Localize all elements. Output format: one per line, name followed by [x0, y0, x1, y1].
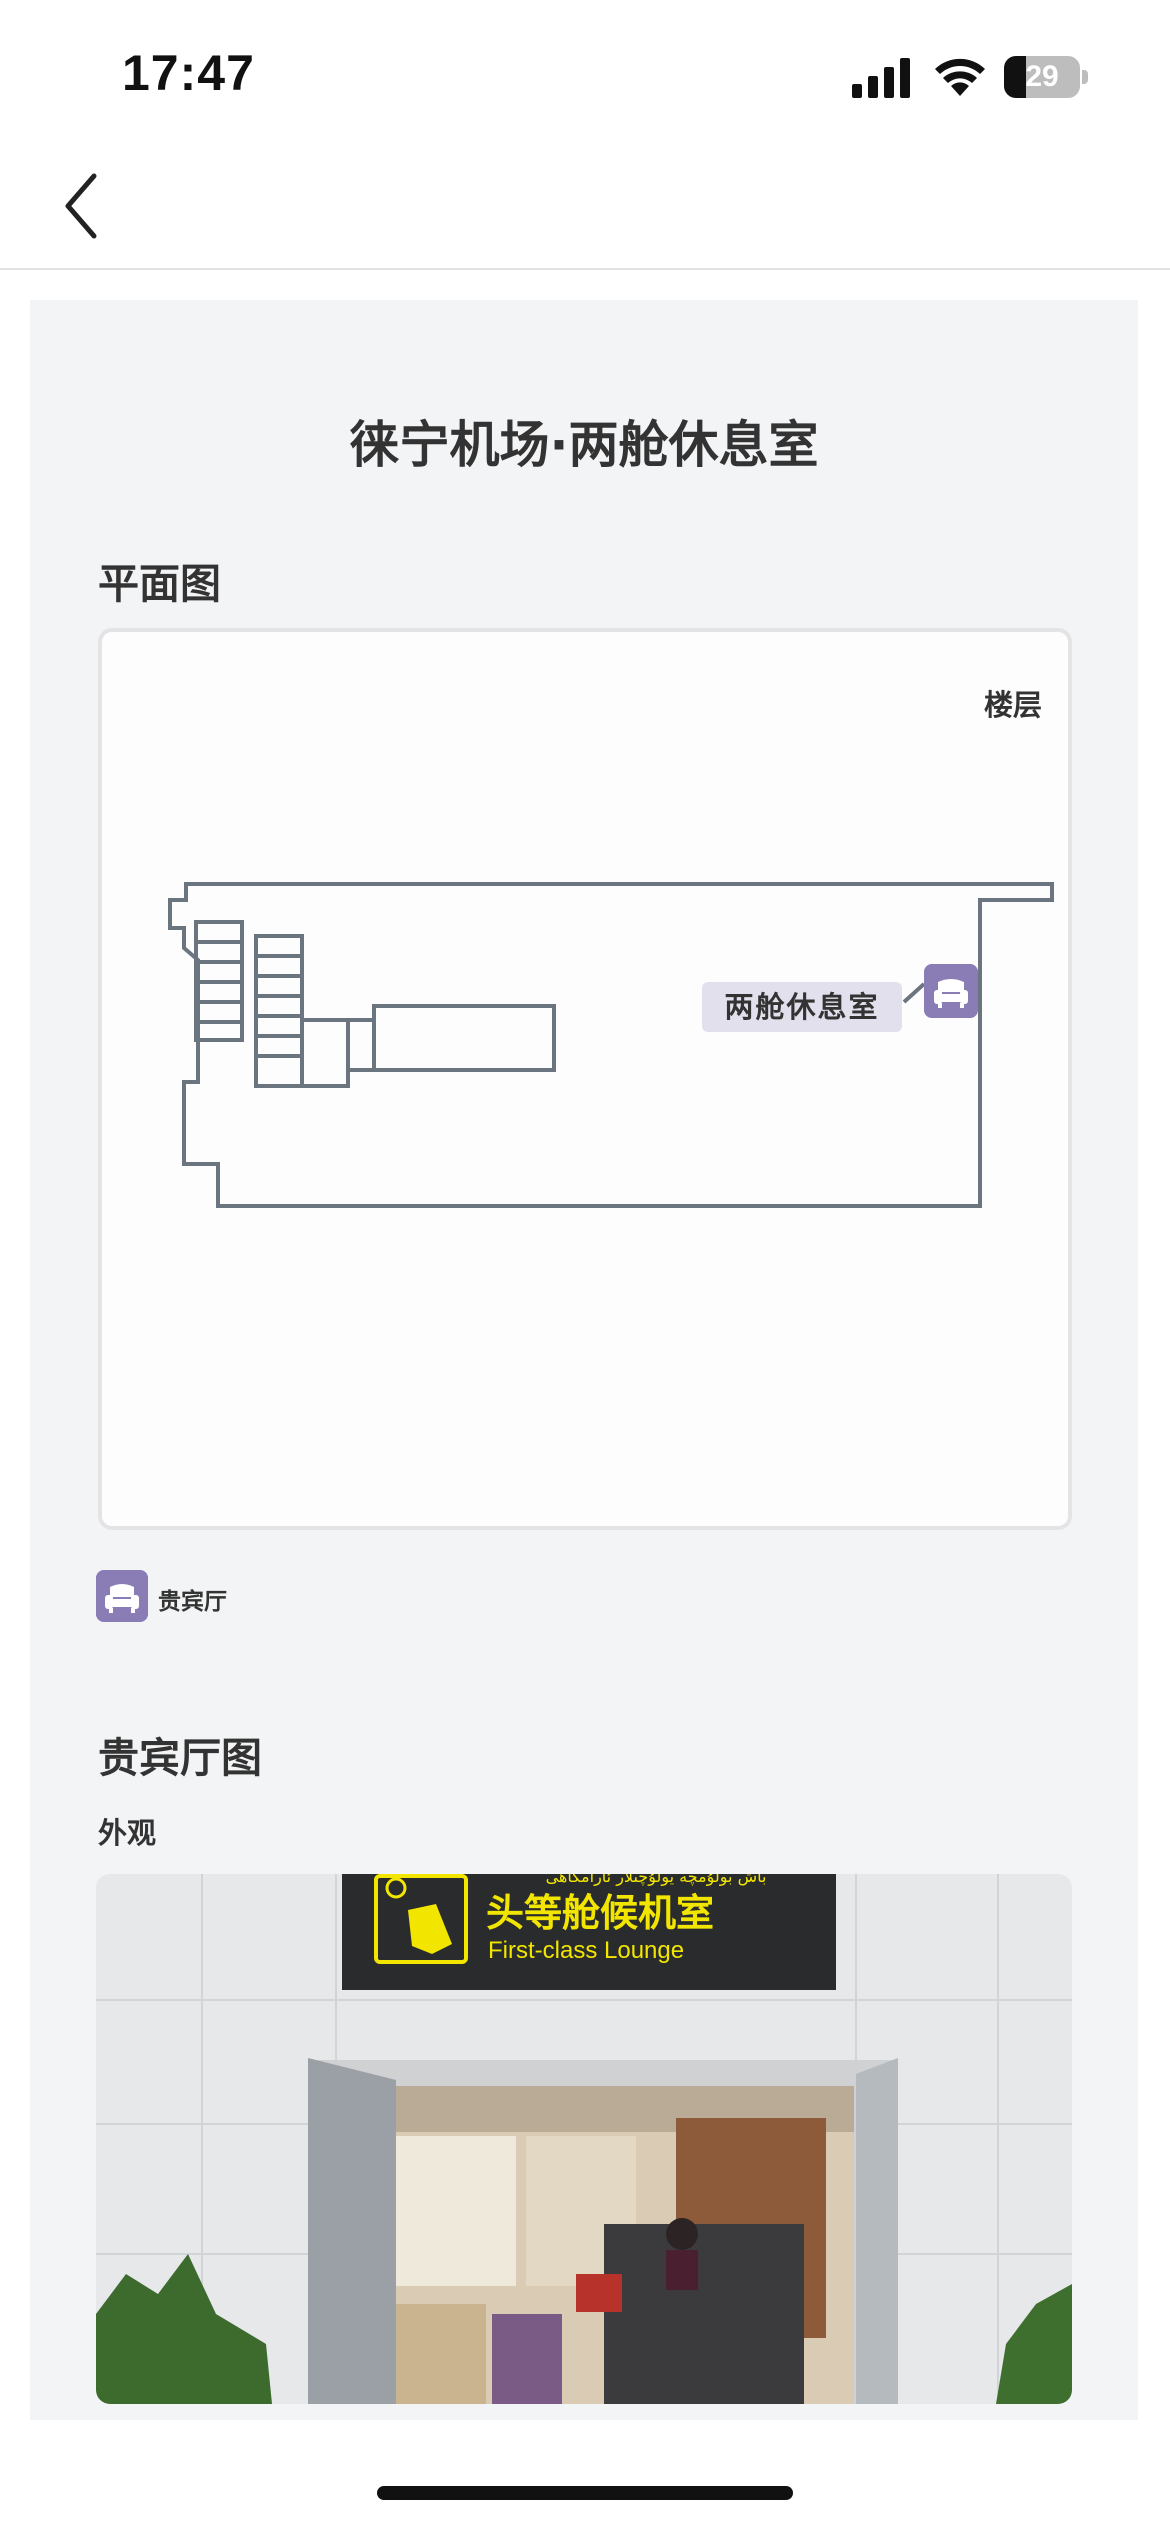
content-panel: 徕宁机场·两舱休息室 平面图 楼层 [30, 300, 1138, 2420]
floor-selector[interactable]: 楼层 [983, 688, 1042, 722]
sign-chinese-text: 头等舱候机室 [486, 1891, 714, 1935]
battery-level: 29 [1025, 60, 1059, 93]
home-indicator[interactable] [377, 2486, 793, 2500]
legend-label: 贵宾厅 [158, 1589, 227, 1615]
floor-plan-outline [168, 882, 1054, 1208]
armchair-icon[interactable] [924, 964, 978, 1018]
floor-plan[interactable]: 楼层 两舱休息室 [98, 628, 1072, 1530]
battery-icon: 29 [1004, 56, 1088, 98]
lounge-exterior-illustration: باش بولۇمچە يولۇچىلار ئارامگاھى 头等舱候机室 F… [96, 1874, 1072, 2404]
sign-uyghur-text: باش بولۇمچە يولۇچىلار ئارامگاھى [546, 1874, 767, 1887]
lounge-exterior-photo[interactable]: باش بولۇمچە يولۇچىلار ئارامگاھى 头等舱候机室 F… [96, 1874, 1072, 2404]
floor-plan-heading: 平面图 [98, 560, 221, 608]
status-time: 17:47 [122, 45, 255, 101]
page-title: 徕宁机场·两舱休息室 [349, 416, 819, 474]
wifi-icon [935, 58, 985, 96]
lounge-location-label[interactable]: 两舱休息室 [702, 982, 902, 1032]
exterior-heading: 外观 [98, 1816, 157, 1850]
gallery-heading: 贵宾厅图 [98, 1734, 262, 1782]
cellular-signal-icon [852, 58, 910, 98]
status-bar: 17:47 29 [0, 0, 1170, 140]
armchair-icon [96, 1570, 148, 1622]
navigation-bar [0, 140, 1170, 270]
chevron-left-icon[interactable] [50, 168, 110, 244]
sign-english-text: First-class Lounge [488, 1937, 684, 1964]
